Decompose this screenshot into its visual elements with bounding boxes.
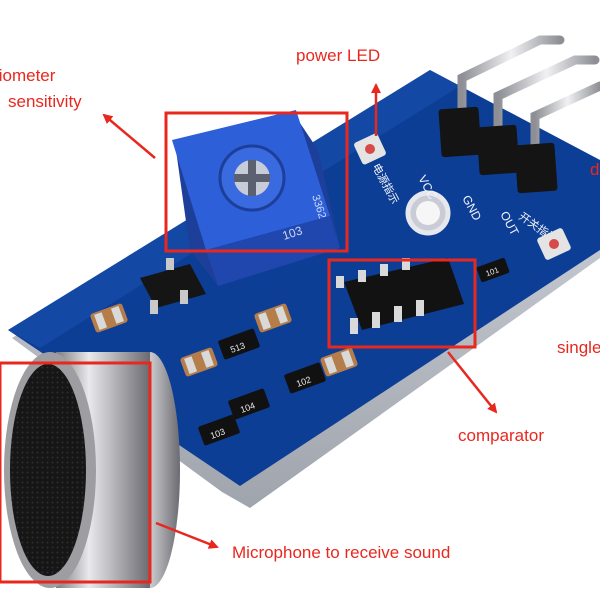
resistor-513-text: 513: [229, 340, 247, 355]
sensitivity-label: sensitivity: [8, 92, 82, 111]
capacitor: [180, 347, 218, 377]
resistor-103: 103: [198, 414, 240, 446]
resistor-513: 513: [218, 328, 260, 360]
potentiometer-label: tiometer: [0, 66, 56, 85]
arrow-comparator: [447, 351, 498, 414]
potentiometer-highlight-box: [164, 111, 349, 253]
pin-vcc: [457, 35, 565, 117]
resistor-102-text: 102: [295, 374, 313, 389]
capacitor: [254, 303, 292, 333]
capacitor: [90, 303, 128, 333]
resistor-104-text: 104: [239, 400, 257, 415]
digital-output-label: d: [590, 160, 600, 179]
microphone-highlight-box: [0, 361, 152, 584]
resistor-103-text: 103: [209, 426, 227, 441]
signal-led-label: single: [557, 338, 600, 357]
signal-led: [537, 228, 571, 260]
microphone-label: Microphone to receive sound: [232, 543, 451, 562]
comparator-label: comparator: [458, 426, 544, 445]
pin-out: [530, 81, 600, 155]
transistor: [140, 258, 206, 314]
annotation-arrows: [102, 83, 498, 549]
header-pins: [438, 35, 600, 194]
power-led: [354, 133, 386, 165]
pin-gnd: [493, 55, 600, 135]
capacitor: [320, 347, 358, 377]
arrow-potentiometer: [102, 113, 156, 159]
resistor-104: 104: [228, 388, 270, 420]
resistor-101-text: 101: [484, 265, 500, 278]
comparator-chip: [336, 258, 464, 334]
arrow-microphone: [155, 521, 219, 549]
highlight-boxes: [0, 111, 477, 584]
power-led-label: power LED: [296, 46, 381, 65]
resistor-102: 102: [284, 362, 326, 394]
resistor-101: 101: [476, 257, 510, 283]
microphone: [4, 352, 180, 588]
comparator-highlight-box: [327, 258, 477, 349]
smd-components: 513 101 102 104 103: [90, 257, 510, 446]
pot-code-text: 103: [281, 223, 305, 243]
